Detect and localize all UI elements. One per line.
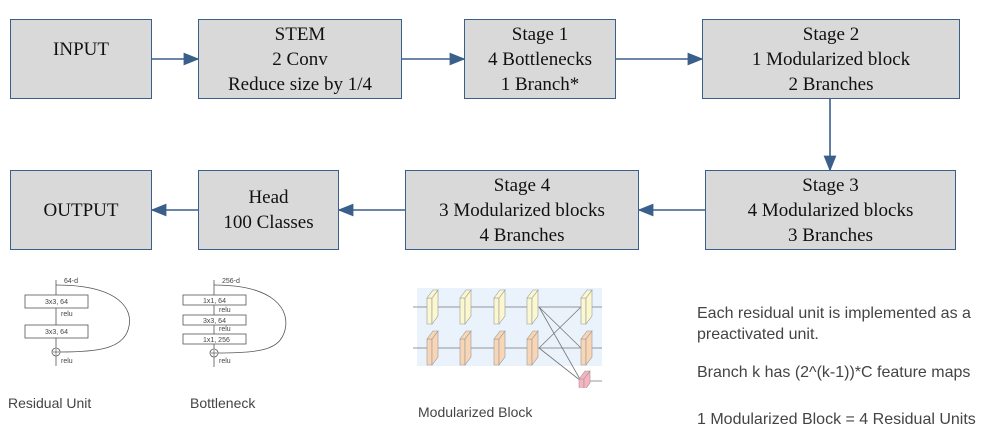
stage1-detail-1: 4 Bottlenecks: [488, 48, 592, 70]
residual-layer-2-label: 3x3, 64: [45, 329, 68, 336]
feature-map-branch2: [426, 330, 439, 366]
bottleneck-caption: Bottleneck: [190, 395, 256, 411]
bottleneck-diagram: 256-d 1x1, 64 relu 3x3, 64 relu 1x1, 256…: [182, 278, 287, 367]
residual-layer-1-label: 3x3, 64: [45, 299, 68, 306]
feature-map-branch2: [493, 330, 506, 366]
residual-layer-2: [24, 324, 89, 339]
feature-map-branch1: [526, 289, 539, 325]
feature-map-branch2: [526, 330, 539, 366]
connection-line: [538, 347, 582, 382]
bottleneck-input-label: 256-d: [222, 278, 240, 285]
output-label: OUTPUT: [43, 199, 119, 221]
stage1-box: Stage 1 4 Bottlenecks 1 Branch*: [464, 19, 616, 99]
residual-input-label: 64-d: [64, 278, 78, 285]
note-branch-feature-maps: Branch k has (2^(k-1))*C feature maps: [697, 364, 971, 381]
modularized-block-caption: Modularized Block: [418, 404, 533, 420]
residual-layer-1: [24, 294, 89, 309]
stage1-detail-2: 1 Branch*: [500, 73, 580, 95]
note-block-residual-units: 1 Modularized Block = 4 Residual Units: [697, 411, 976, 428]
stem-title: STEM: [274, 23, 326, 45]
feature-map-branch2: [459, 330, 472, 366]
head-title: Head: [248, 187, 289, 208]
stage4-title: Stage 4: [493, 174, 551, 196]
stage2-box: Stage 2 1 Modularized block 2 Branches: [702, 19, 960, 99]
bottleneck-layer-1: [182, 294, 247, 306]
connection-line: [538, 306, 582, 382]
stage2-detail-1: 1 Modularized block: [751, 48, 911, 70]
stage3-detail-1: 4 Modularized blocks: [747, 199, 914, 221]
input-label: INPUT: [53, 38, 109, 60]
stage3-detail-2: 3 Branches: [788, 224, 873, 246]
feature-map-branch1: [493, 289, 506, 325]
stage1-title: Stage 1: [511, 23, 569, 45]
bottleneck-relu-1: relu: [219, 307, 231, 314]
stage4-detail-2: 4 Branches: [479, 224, 565, 246]
residual-relu-2: relu: [61, 358, 73, 365]
residual-relu-1: relu: [61, 311, 73, 318]
bottleneck-layer-3-label: 1x1, 256: [203, 337, 230, 344]
residual-unit-caption: Residual Unit: [8, 395, 92, 411]
stage4-detail-1: 3 Modularized blocks: [439, 199, 605, 221]
feature-map-branch2: [580, 330, 593, 366]
connection-line: [538, 306, 582, 349]
head-box: Head 100 Classes: [198, 170, 339, 250]
stem-detail-1: 2 Conv: [272, 48, 328, 70]
bottleneck-layer-2-label: 3x3, 64: [203, 318, 226, 325]
output-box: OUTPUT: [10, 170, 152, 250]
stem-detail-2: Reduce size by 1/4: [227, 73, 373, 95]
input-box: INPUT: [10, 19, 152, 99]
modularized-block-diagram: [413, 288, 602, 388]
feature-map-branch1: [426, 289, 439, 325]
stage2-detail-2: 2 Branches: [788, 73, 874, 95]
stage2-title: Stage 2: [802, 23, 860, 45]
feature-map-branch1: [459, 289, 472, 325]
feature-map-branch3: [578, 370, 591, 388]
head-detail: 100 Classes: [223, 212, 314, 233]
bottleneck-layer-3: [182, 333, 247, 345]
stage3-box: Stage 3 4 Modularized blocks 3 Branches: [705, 170, 956, 250]
block-background: [417, 288, 602, 366]
stage4-box: Stage 4 3 Modularized blocks 4 Branches: [405, 170, 639, 250]
stem-box: STEM 2 Conv Reduce size by 1/4: [198, 19, 402, 99]
bottleneck-layer-1-label: 1x1, 64: [203, 298, 226, 305]
feature-map-branch1: [580, 289, 593, 325]
bottleneck-relu-2: relu: [219, 326, 231, 333]
residual-unit-diagram: 64-d 3x3, 64 relu 3x3, 64 relu: [24, 278, 130, 366]
bottleneck-relu-3: relu: [219, 358, 231, 365]
note-preactivated: Each residual unit is implemented as a p…: [697, 305, 971, 343]
stage3-title: Stage 3: [802, 174, 859, 196]
bottleneck-layer-2: [182, 314, 247, 326]
